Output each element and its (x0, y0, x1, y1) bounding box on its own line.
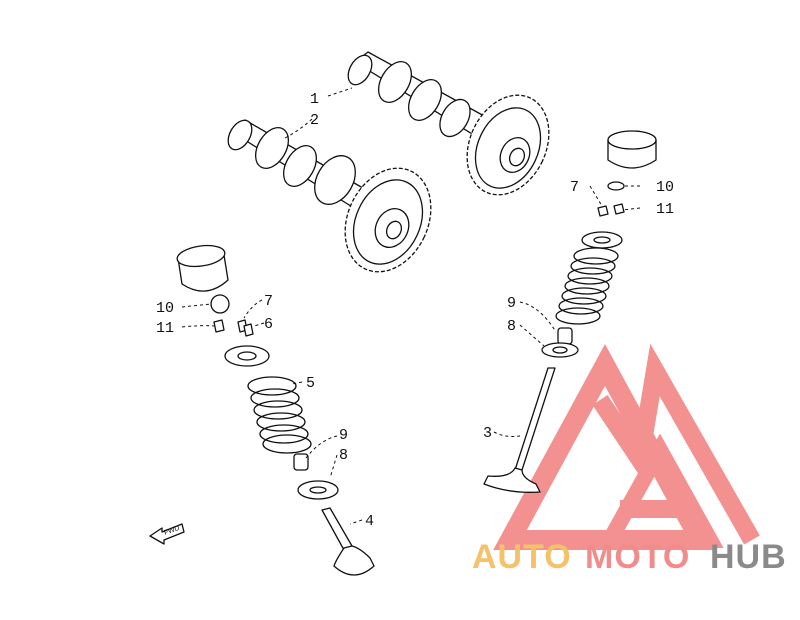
brand-moto: MOTO (585, 538, 690, 576)
callout-7-left: 7 (264, 293, 273, 310)
exhaust-valve (483, 367, 556, 493)
callout-8-right: 8 (507, 318, 516, 335)
valve-stem-seal-right (557, 327, 573, 345)
bucket-tappet-left (176, 244, 229, 292)
callout-8-left: 8 (339, 447, 348, 464)
logo-m-stroke (592, 343, 760, 545)
camshaft-2 (227, 119, 432, 273)
leader-lines (181, 87, 641, 525)
valve-cotters-right (597, 203, 625, 217)
brand-wordmark: AUTO MOTO HUB (472, 538, 787, 576)
callout-10-right: 10 (656, 179, 674, 196)
valve-cotters-left (213, 319, 254, 337)
valve-spring-right (555, 247, 619, 325)
brand-auto: AUTO (472, 538, 572, 576)
callout-3: 3 (483, 425, 492, 442)
logo-triangle-inner (596, 433, 724, 548)
valve-spring-left (247, 376, 312, 454)
callout-11-right: 11 (656, 201, 674, 218)
callout-2: 2 (310, 112, 319, 129)
automotohub-logo (493, 343, 760, 550)
spring-retainer-right (581, 231, 623, 249)
forward-direction-arrow: FWD (149, 523, 185, 545)
callout-9-right: 9 (507, 295, 516, 312)
spring-seat-left (297, 480, 339, 500)
callout-6: 6 (264, 316, 273, 333)
callout-numbers: 1 2 7 10 11 9 8 3 10 11 7 6 5 9 8 4 (156, 91, 674, 530)
callout-1: 1 (310, 91, 319, 108)
callout-7-right: 7 (570, 179, 579, 196)
camshaft-1 (347, 51, 550, 196)
callout-11-left: 11 (156, 320, 174, 337)
callout-4: 4 (365, 513, 374, 530)
callout-5: 5 (306, 375, 315, 392)
valve-stem-seal-left (293, 453, 309, 471)
spring-retainer-left (224, 345, 270, 367)
intake-valve (321, 507, 375, 576)
shim-right (607, 181, 625, 191)
shim-left (210, 294, 230, 314)
callout-9-left: 9 (339, 427, 348, 444)
logo-bar (620, 500, 690, 518)
bucket-tappet-right (607, 130, 657, 169)
brand-hub: HUB (710, 538, 787, 576)
callout-10-left: 10 (156, 300, 174, 317)
spring-seat-right (541, 342, 579, 358)
